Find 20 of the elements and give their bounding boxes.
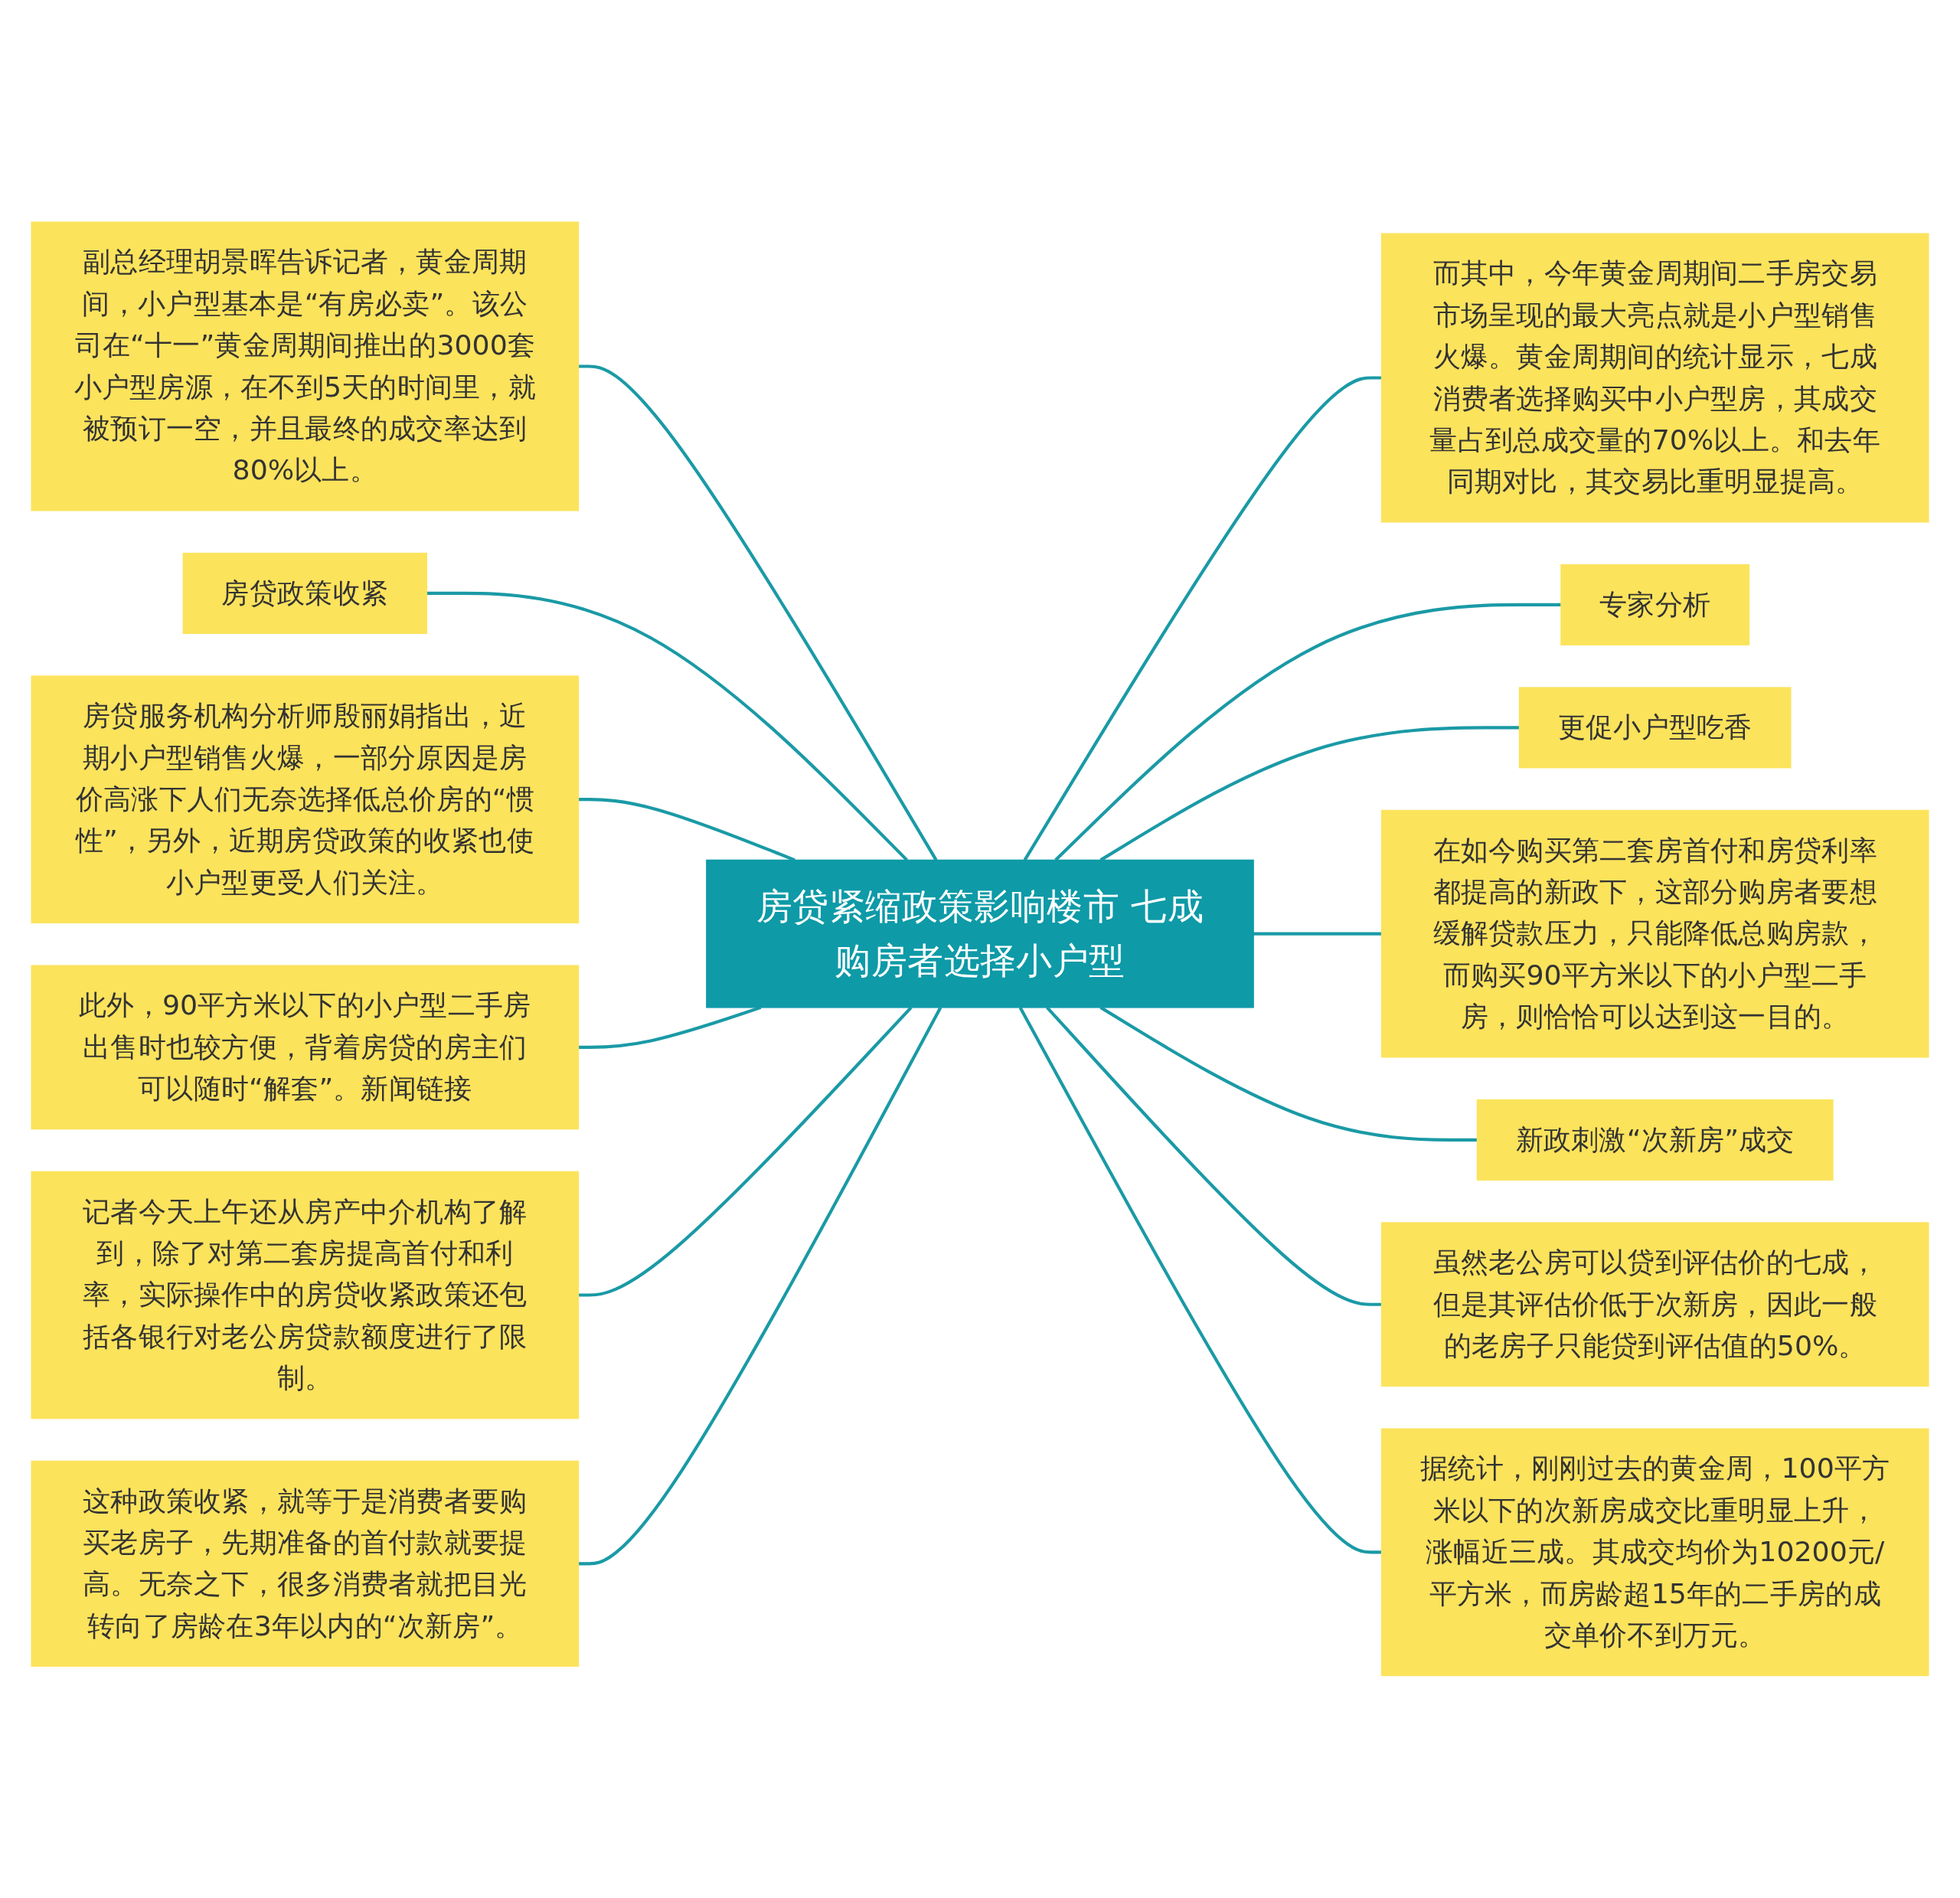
node-box: 更促小户型吃香 — [1518, 687, 1792, 769]
connector — [426, 592, 909, 861]
node-box: 虽然老公房可以贷到评估价的七成，但是其评估价低于次新房，因此一般的老房子只能贷到评估值的50%。 — [1380, 1222, 1929, 1387]
node-box: 新政刺激“次新房”成交 — [1476, 1099, 1834, 1181]
connector — [578, 364, 938, 861]
node-box: 副总经理胡景晖告诉记者，黄金周期间，小户型基本是“有房必卖”。该公司在“十一”黄金周期间推出的3000套小户型房源，在不到5天的时间里，就被预订一空，并且最终的成交率达到80%以上。 — [31, 221, 580, 511]
node-box: 房贷服务机构分析师殷丽娟指出，近期小户型销售火爆，一部分原因是房价高涨下人们无奈选择低总价房的“惯性”，另外，近期房贷政策的收紧也使小户型更受人们关注。 — [31, 675, 580, 924]
node-box: 房贷政策收紧 — [182, 553, 428, 635]
node-box: 记者今天上午还从房产中介机构了解到，除了对第二套房提高首付和利率，实际操作中的房贷收紧政策还包括各银行对老公房贷款额度进行了限制。 — [31, 1171, 580, 1419]
node-box: 这种政策收紧，就等于是消费者要购买老房子，先期准备的首付款就要提高。无奈之下，很多消费者就把目光转向了房龄在3年以内的“次新房”。 — [31, 1460, 580, 1668]
node-box: 专家分析 — [1560, 564, 1750, 646]
node-box: 在如今购买第二套房首付和房贷利率都提高的新政下，这部分购房者要想缓解贷款压力，只能降低总购房款，而购买90平方米以下的小户型二手房，则恰恰可以达到这一目的。 — [1380, 809, 1929, 1058]
node-box: 房贷紧缩政策影响楼市 七成购房者选择小户型 — [706, 859, 1254, 1008]
node-box: 而其中，今年黄金周期间二手房交易市场呈现的最大亮点就是小户型销售火爆。黄金周期间的统计显示，七成消费者选择购买中小户型房，其成交量占到总成交量的70%以上。和去年同期对比，其交易比重明显提高。 — [1380, 233, 1929, 523]
node-box: 此外，90平方米以下的小户型二手房出售时也较方便，背着房贷的房主们可以随时“解套”。新闻链接 — [31, 965, 580, 1130]
connector — [1018, 1007, 1382, 1554]
connector — [1023, 376, 1382, 861]
node-box: 据统计，刚刚过去的黄金周，100平方米以下的次新房成交比重明显上升，涨幅近三成。其成交均价为10200元/平方米，而房龄超15年的二手房的成交单价不到万元。 — [1380, 1428, 1929, 1677]
connector — [1253, 932, 1382, 936]
connector — [578, 1007, 942, 1566]
